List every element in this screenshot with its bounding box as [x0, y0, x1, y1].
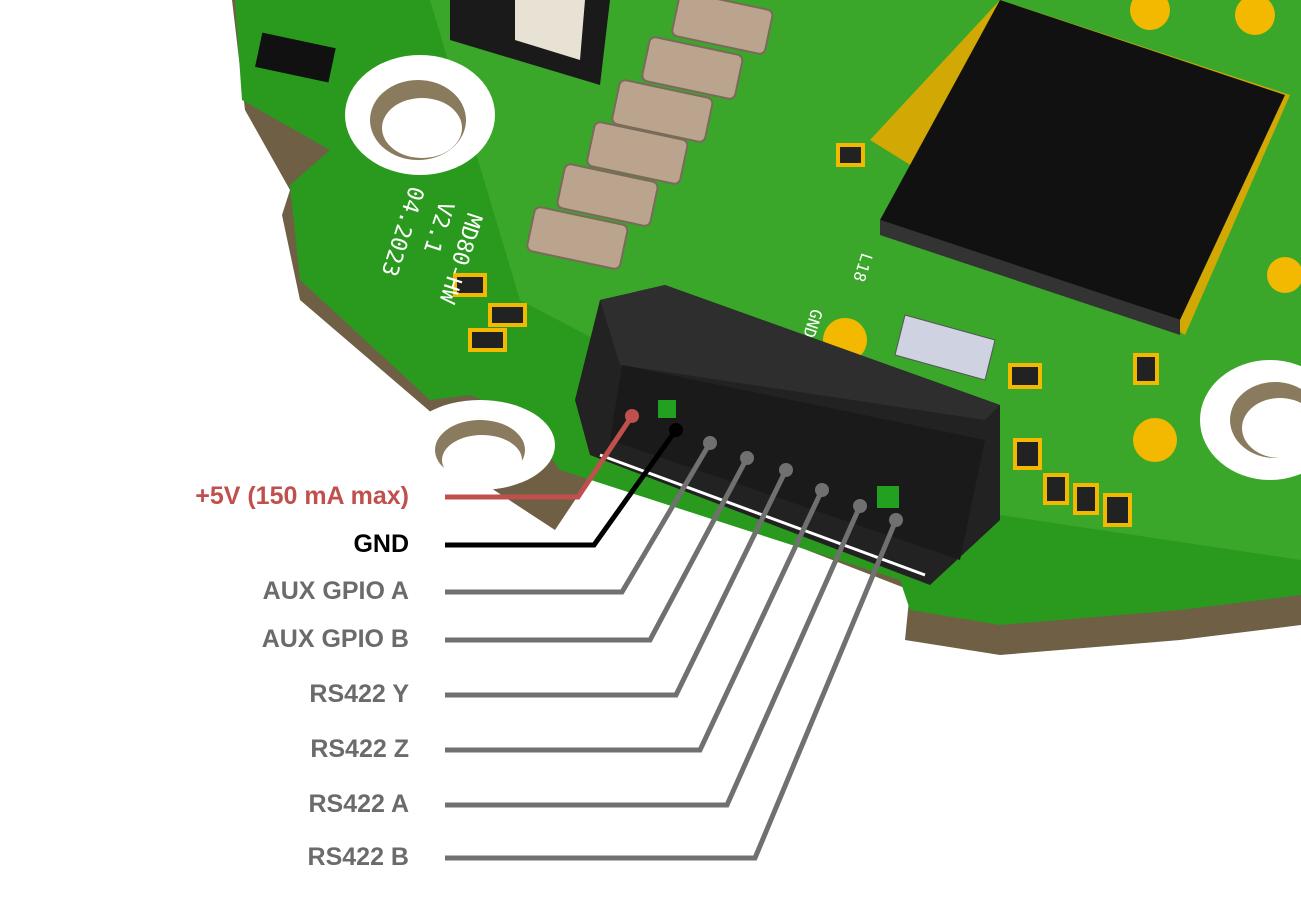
pin-marker [779, 463, 793, 477]
pin-label: RS422 Y [309, 680, 409, 708]
leader-line [445, 468, 789, 698]
pin-leader-lines [445, 409, 903, 861]
pin-label: RS422 Z [310, 735, 409, 763]
pin-marker [815, 483, 829, 497]
pin-marker [625, 409, 639, 423]
pin-label: +5V (150 mA max) [195, 482, 409, 510]
pin-label: AUX GPIO B [261, 625, 409, 653]
connector [575, 285, 1000, 585]
leader-line [445, 456, 750, 643]
pin-marker [703, 436, 717, 450]
pin-label: RS422 B [307, 843, 409, 871]
regulator [450, 0, 610, 85]
crystal [894, 314, 996, 381]
pin-label: GND [353, 530, 409, 558]
leader-line [445, 504, 863, 808]
mounting-hole [345, 55, 495, 175]
test-pad [823, 0, 1301, 462]
pin-label: RS422 A [308, 790, 409, 818]
mounting-hole [1200, 360, 1301, 480]
smd-component [453, 143, 1159, 527]
leader-line [445, 488, 825, 753]
pin-marker [740, 451, 754, 465]
leader-line [445, 441, 713, 595]
pin-marker [889, 513, 903, 527]
leader-line [445, 414, 635, 500]
leader-line [445, 519, 899, 861]
pin-label: AUX GPIO A [262, 577, 409, 605]
capacitor-column [526, 0, 774, 270]
small-component [255, 32, 336, 83]
leader-line [445, 428, 679, 548]
notch-hole [405, 400, 555, 490]
pin-marker [669, 423, 683, 437]
mcu-chip [870, 0, 1290, 335]
pin-marker [853, 499, 867, 513]
